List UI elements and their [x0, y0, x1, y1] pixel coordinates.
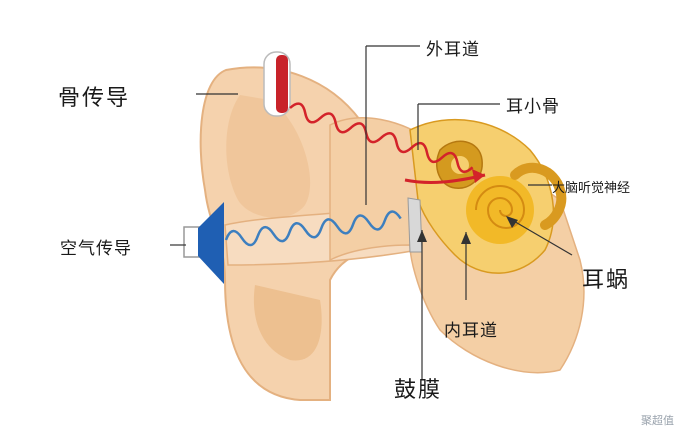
pinna-fold [226, 95, 311, 218]
ossicle-hole [451, 156, 469, 174]
bone-wave [289, 102, 474, 173]
label-cochlea: 耳蜗 [582, 268, 631, 293]
leader-cochlea [511, 219, 573, 256]
cochlea-arrowhead [506, 216, 518, 228]
label-air-conduction: 空气传导 [60, 239, 132, 259]
eardrum-arrowhead [417, 230, 427, 242]
label-auditory-nerve: 大脑听觉神经 [552, 181, 631, 196]
inner-canal-arrowhead [461, 232, 471, 244]
cochlea-spiral [466, 176, 534, 244]
eardrum-shape [407, 197, 423, 253]
label-bone-conduction: 骨传导 [58, 86, 131, 111]
label-outer-ear-canal: 外耳道 [426, 40, 480, 60]
bone-conduction-device [263, 51, 291, 117]
leader-lines [170, 45, 573, 380]
leader-ossicles [417, 103, 500, 150]
label-inner-ear-canal: 内耳道 [444, 321, 498, 341]
air-speaker-icon [183, 202, 224, 284]
watermark: 聚超值 [641, 414, 674, 427]
label-ossicles: 耳小骨 [506, 97, 560, 117]
air-wave [224, 210, 402, 247]
leader-outer-canal [365, 45, 420, 205]
auditory-nerve-shape [510, 162, 567, 230]
pinna-inner [253, 285, 322, 361]
bone-arrowhead [472, 169, 485, 183]
label-eardrum: 鼓膜 [394, 378, 443, 403]
